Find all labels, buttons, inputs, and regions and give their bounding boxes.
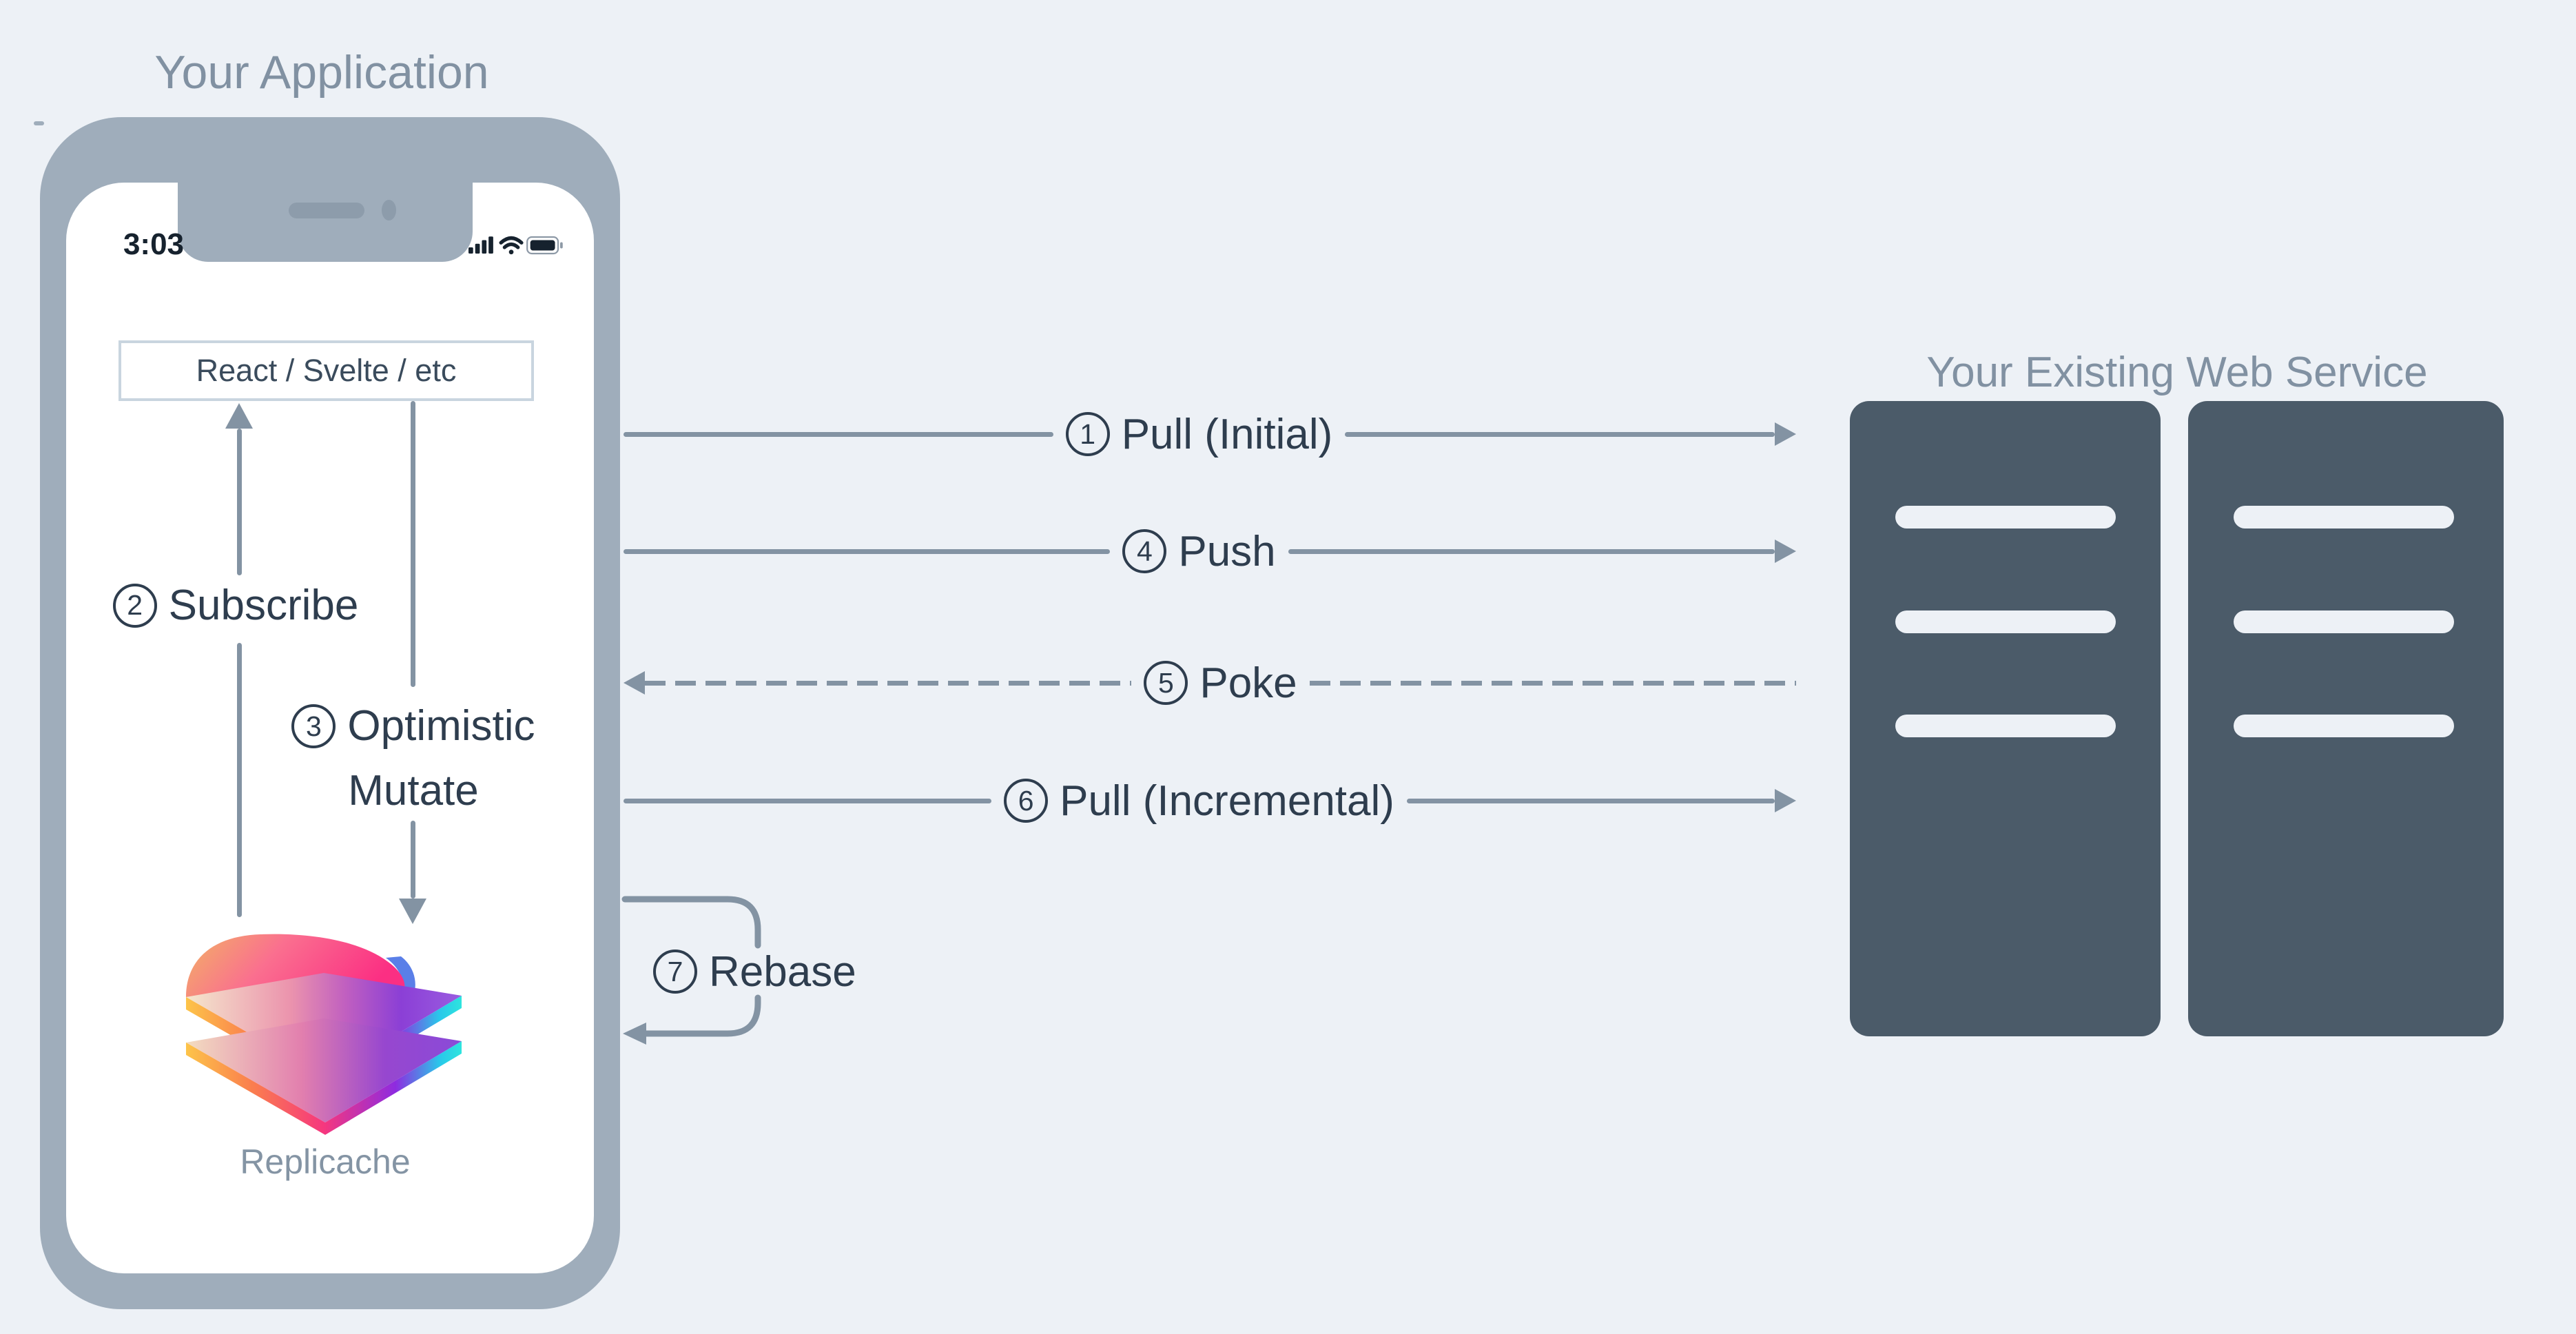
flow-pull-incremental: 6 Pull (Incremental)	[624, 776, 1797, 825]
flow-label-rebase: 7 Rebase	[653, 946, 856, 997]
dashed-arrow-line	[645, 680, 1132, 686]
flow-label-poke: 5 Poke	[1144, 659, 1297, 708]
rack-slat	[1895, 715, 2116, 737]
flow-pull-initial: 1 Pull (Initial)	[624, 409, 1797, 459]
subscribe-arrow-line	[237, 643, 242, 917]
framework-box: React / Svelte / etc	[119, 340, 534, 401]
arrow-line	[1345, 431, 1775, 437]
flow-label-text: Mutate	[348, 767, 479, 814]
flow-label-text: Poke	[1199, 659, 1297, 707]
subscribe-arrow-line	[237, 429, 242, 575]
arrowhead-left-icon	[624, 671, 645, 695]
arrow-line	[1406, 798, 1775, 803]
arrow-line	[624, 548, 1111, 554]
flow-label-subscribe: 2 Subscribe	[29, 581, 442, 630]
arrowhead-right-icon	[1775, 422, 1797, 446]
arrowhead-right-icon	[1775, 540, 1797, 563]
camera-icon	[382, 200, 396, 220]
cellular-signal-icon	[468, 236, 493, 254]
rack-slat	[1895, 610, 2116, 633]
speaker-icon	[289, 203, 364, 218]
flow-label-pull-incremental: 6 Pull (Incremental)	[1004, 777, 1394, 825]
rebase-loop-arrow	[621, 896, 761, 1045]
rack-slat	[2234, 715, 2454, 737]
flow-label-pull-initial: 1 Pull (Initial)	[1065, 410, 1333, 459]
rack-slat	[2234, 610, 2454, 633]
wifi-icon	[499, 236, 524, 255]
mutate-arrow-line	[411, 821, 415, 899]
flow-label-text: Pull (Initial)	[1121, 410, 1333, 458]
flow-label-text: Push	[1178, 527, 1276, 575]
phone-notch	[178, 183, 473, 262]
web-service-title: Your Existing Web Service	[1926, 349, 2428, 396]
subscribe-arrowhead-up-icon	[225, 403, 253, 429]
flow-label-push: 4 Push	[1122, 527, 1276, 576]
rack-slat	[1895, 506, 2116, 529]
step-number-badge: 5	[1144, 661, 1188, 705]
server-rack	[2188, 401, 2504, 1036]
step-number-badge: 7	[653, 950, 697, 994]
arrowhead-left-icon	[623, 1023, 646, 1045]
application-title: Your Application	[154, 46, 489, 99]
step-number-badge: 3	[291, 704, 336, 748]
flow-poke: 5 Poke	[624, 658, 1797, 708]
status-bar-icons	[468, 236, 563, 255]
flow-push: 4 Push	[624, 526, 1797, 576]
flow-label-text: Pull (Incremental)	[1060, 777, 1394, 825]
flow-label-text: Subscribe	[168, 582, 359, 629]
arrowhead-right-icon	[1775, 789, 1797, 812]
battery-icon	[526, 236, 563, 255]
mutate-arrow-line	[411, 401, 415, 687]
arrow-line	[624, 431, 1053, 437]
dashed-arrow-line	[1309, 680, 1797, 686]
arrow-line	[624, 798, 992, 803]
flow-label-optimistic-mutate: 3 Optimistic Mutate	[207, 694, 620, 823]
server-rack	[1850, 401, 2161, 1036]
step-number-badge: 1	[1065, 412, 1110, 456]
stray-dash-mark	[34, 121, 44, 125]
flow-label-text: Rebase	[709, 947, 856, 996]
rack-slat	[2234, 506, 2454, 529]
step-number-badge: 6	[1004, 779, 1049, 823]
step-number-badge: 4	[1122, 529, 1167, 573]
step-number-badge: 2	[112, 583, 157, 628]
mutate-arrowhead-down-icon	[399, 899, 426, 924]
flow-label-text: Optimistic	[347, 702, 535, 750]
phone-frame: 3:03 React / Svelte / etc	[40, 117, 620, 1309]
replicache-logo	[186, 934, 462, 1135]
replicache-caption: Replicache	[240, 1142, 411, 1181]
arrow-line	[1288, 548, 1775, 554]
status-bar-time: 3:03	[123, 227, 185, 261]
